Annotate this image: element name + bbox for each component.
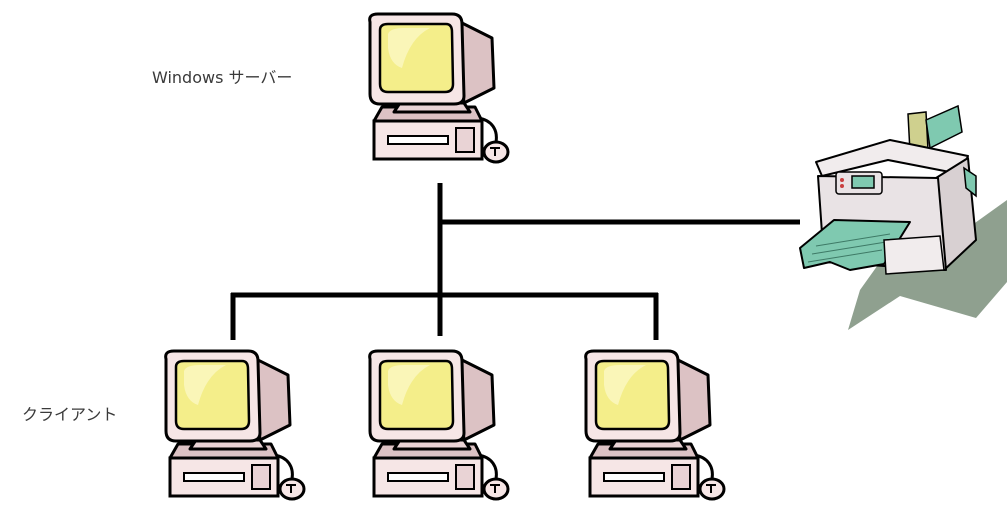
client-computer-icon-1 xyxy=(164,349,306,501)
server-computer-icon xyxy=(368,12,510,164)
client-computer-icon-3 xyxy=(584,349,726,501)
client-label: クライアント xyxy=(22,405,118,424)
server-label: Windows サーバー xyxy=(152,68,293,87)
network-lines xyxy=(230,183,800,340)
printer-icon xyxy=(799,104,1007,330)
client-computer-icon-2 xyxy=(368,349,510,501)
